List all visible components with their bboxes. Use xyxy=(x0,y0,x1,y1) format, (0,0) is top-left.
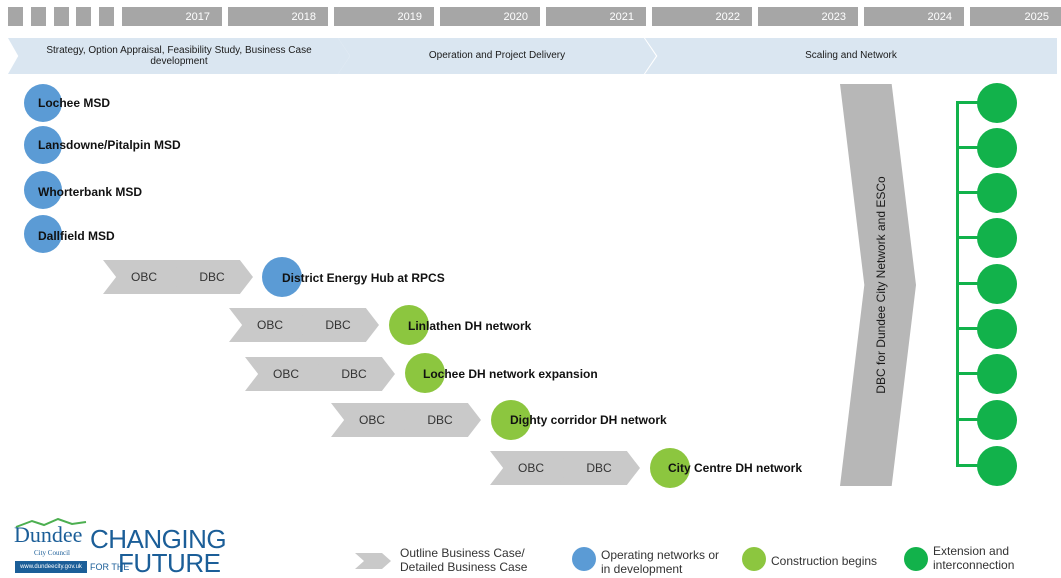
legend-business-case: Outline Business Case/ Detailed Business… xyxy=(400,546,528,575)
obc-chevron: OBC xyxy=(490,451,572,485)
network-branch xyxy=(956,464,980,467)
network-node xyxy=(977,218,1017,258)
site-label: Dallfield MSD xyxy=(38,229,115,243)
timeline-pre-block xyxy=(54,7,69,26)
operating-circle xyxy=(262,257,302,297)
city-network-arrow-label: DBC for Dundee City Network and ESCo xyxy=(874,176,888,394)
timeline-year: 2017 xyxy=(122,7,222,26)
obc-chevron: OBC xyxy=(331,403,413,437)
network-node xyxy=(977,354,1017,394)
logo-future: FUTURE xyxy=(118,548,221,578)
timeline-year: 2018 xyxy=(228,7,328,26)
legend-extension-icon xyxy=(904,547,928,571)
logo-council: City Council xyxy=(34,549,70,557)
construction-circle xyxy=(650,448,690,488)
phase-operation: Operation and Project Delivery xyxy=(338,38,656,74)
timeline-year: 2024 xyxy=(864,7,964,26)
timeline-year: 2020 xyxy=(440,7,540,26)
dbc-chevron: DBC xyxy=(171,260,253,294)
network-node xyxy=(977,400,1017,440)
timeline-year: 2023 xyxy=(758,7,858,26)
dbc-chevron: DBC xyxy=(558,451,640,485)
network-branch xyxy=(956,191,980,194)
construction-circle xyxy=(405,353,445,393)
network-node xyxy=(977,128,1017,168)
dundee-logo: Dundee City Council www.dundeecity.gov.u… xyxy=(14,518,227,578)
logo-changing: CHANGING xyxy=(90,524,227,554)
phase-label: Strategy, Option Appraisal, Feasibility … xyxy=(46,44,312,68)
site-label: Dighty corridor DH network xyxy=(510,413,667,427)
operating-circle xyxy=(24,215,62,253)
network-branch xyxy=(956,372,980,375)
legend-extension: Extension and interconnection xyxy=(933,544,1015,573)
legend-chevron-icon xyxy=(355,553,391,569)
mountain-icon xyxy=(15,518,87,528)
timeline-year: 2019 xyxy=(334,7,434,26)
network-node xyxy=(977,83,1017,123)
network-branch xyxy=(956,282,980,285)
logo-web: www.dundeecity.gov.uk xyxy=(15,561,87,573)
logo-dundee: Dundee xyxy=(14,522,83,547)
dbc-chevron: DBC xyxy=(313,357,395,391)
timeline-pre-block xyxy=(76,7,91,26)
timeline-pre-block xyxy=(99,7,114,26)
network-node xyxy=(977,309,1017,349)
network-node xyxy=(977,446,1017,486)
dbc-chevron: DBC xyxy=(297,308,379,342)
network-branch xyxy=(956,327,980,330)
obc-chevron: OBC xyxy=(229,308,311,342)
phase-scaling: Scaling and Network xyxy=(645,38,1057,74)
site-label: Linlathen DH network xyxy=(408,319,532,333)
site-label: Lochee DH network expansion xyxy=(423,367,598,381)
network-node xyxy=(977,264,1017,304)
timeline-pre-block xyxy=(31,7,46,26)
site-label: District Energy Hub at RPCS xyxy=(282,271,445,285)
timeline-pre-block xyxy=(8,7,23,26)
network-branch xyxy=(956,418,980,421)
site-label: Whorterbank MSD xyxy=(38,185,143,199)
dbc-chevron: DBC xyxy=(399,403,481,437)
site-label: City Centre DH network xyxy=(668,461,803,475)
network-branch xyxy=(956,236,980,239)
operating-circle xyxy=(24,126,62,164)
legend-construction: Construction begins xyxy=(771,554,878,568)
operating-circle xyxy=(24,171,62,209)
site-label: Lansdowne/Pitalpin MSD xyxy=(38,138,181,152)
network-branch xyxy=(956,146,980,149)
construction-circle xyxy=(491,400,531,440)
phase-label: Operation and Project Delivery xyxy=(428,50,566,62)
network-branch xyxy=(956,101,980,104)
legend-construction-icon xyxy=(742,547,766,571)
logo-forthe: FOR THE xyxy=(90,562,130,572)
site-label: Lochee MSD xyxy=(38,96,111,110)
legend-operating-icon xyxy=(572,547,596,571)
construction-circle xyxy=(389,305,429,345)
phase-strategy: Strategy, Option Appraisal, Feasibility … xyxy=(8,38,350,74)
operating-circle xyxy=(24,84,62,122)
phase-label: Scaling and Network xyxy=(805,50,897,62)
legend-operating: Operating networks or in development xyxy=(601,548,720,577)
obc-chevron: OBC xyxy=(245,357,327,391)
timeline-year: 2022 xyxy=(652,7,752,26)
obc-chevron: OBC xyxy=(103,260,185,294)
timeline-year: 2025 xyxy=(970,7,1061,26)
timeline-year: 2021 xyxy=(546,7,646,26)
network-node xyxy=(977,173,1017,213)
